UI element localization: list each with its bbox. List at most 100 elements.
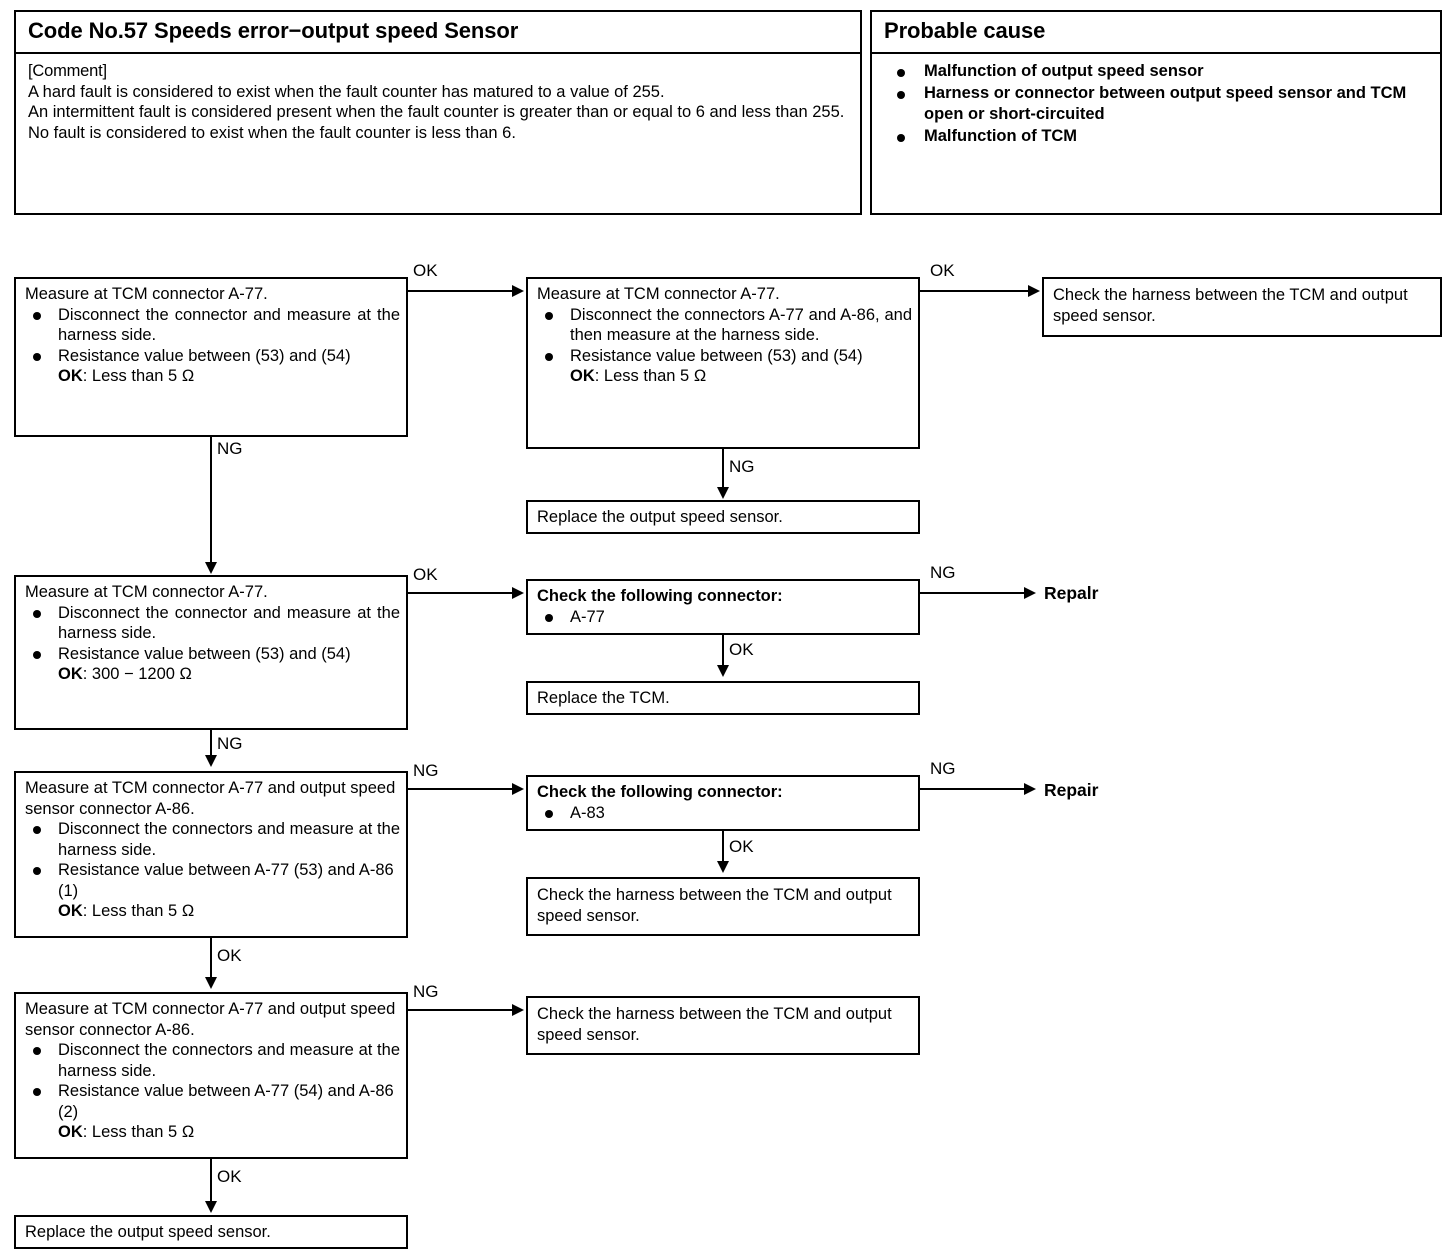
terminal-repair-2: Repair (1044, 780, 1099, 800)
ok-criteria: OK: Less than 5 Ω (58, 366, 400, 387)
ok-value: : 300 − 1200 Ω (82, 665, 192, 683)
arrow-down-icon (717, 665, 729, 677)
edge-label-ng-box1-box5: NG (217, 439, 243, 458)
box-bullet-list: Disconnect the connectors and measure at… (25, 1040, 400, 1143)
bullet-text: Resistance value between A-77 (53) and A… (58, 861, 394, 900)
box-text: Replace the TCM. (537, 689, 670, 707)
fault-code-header-table: Code No.57 Speeds error−output speed Sen… (14, 10, 1442, 215)
comment-label: [Comment] (28, 62, 107, 80)
edge-label-ok-box11-box13: OK (217, 1167, 242, 1186)
list-item: Disconnect the connector and measure at … (25, 305, 400, 346)
arrow-right-icon (1024, 783, 1036, 795)
header-column-probable-cause: Probable cause Malfunction of output spe… (870, 10, 1442, 215)
edge-label-ng-box6-repair: NG (930, 563, 956, 582)
box-headline: Measure at TCM connector A-77 and output… (25, 779, 396, 818)
ok-label: OK (570, 367, 595, 385)
flow-box-check-harness-tcm-sensor-1: Check the harness between the TCM and ou… (1042, 277, 1442, 337)
arrow-right-icon (512, 783, 524, 795)
arrow-down-icon (717, 487, 729, 499)
edge-line-box8-box11 (210, 938, 212, 978)
box-text: Check the harness between the TCM and ou… (537, 1005, 892, 1044)
ok-criteria: OK: Less than 5 Ω (570, 366, 912, 387)
flow-box-measure-a77-a86-disconnected: Measure at TCM connector A-77. Disconnec… (526, 277, 920, 449)
bullet-text: Resistance value between (53) and (54) (570, 346, 863, 365)
edge-line-box5-box6 (408, 592, 514, 594)
arrow-down-icon (717, 861, 729, 873)
bullet-text: Resistance value between (53) and (54) (58, 346, 351, 365)
box-text: Check the harness between the TCM and ou… (1053, 286, 1408, 325)
edge-line-box11-box12 (408, 1009, 514, 1011)
flow-box-check-harness-tcm-sensor-2: Check the harness between the TCM and ou… (526, 877, 920, 936)
edge-label-ng-box9-repair: NG (930, 759, 956, 778)
arrow-right-icon (512, 285, 524, 297)
edge-label-ok-box9-box10: OK (729, 837, 754, 856)
flow-box-measure-a77-54-a86-2: Measure at TCM connector A-77 and output… (14, 992, 408, 1159)
ok-value: : Less than 5 Ω (82, 367, 195, 385)
flow-box-measure-a77-resistance-300-1200: Measure at TCM connector A-77. Disconnec… (14, 575, 408, 730)
edge-label-ok-box5-box6: OK (413, 565, 438, 584)
edge-line-box5-box8 (210, 730, 212, 756)
flow-box-replace-output-speed-sensor-1: Replace the output speed sensor. (526, 500, 920, 534)
probable-cause-title: Probable cause (872, 12, 1440, 54)
code-title: Code No.57 Speeds error−output speed Sen… (16, 12, 860, 54)
list-item: Resistance value between A-77 (54) and A… (25, 1081, 400, 1143)
edge-line-box1-box5 (210, 437, 212, 563)
flow-box-measure-a77-resistance-53-54: Measure at TCM connector A-77. Disconnec… (14, 277, 408, 437)
list-item: Disconnect the connectors A-77 and A-86,… (537, 305, 912, 346)
ok-value: : Less than 5 Ω (82, 902, 195, 920)
edge-label-ok-box2-box3: OK (930, 261, 955, 280)
ok-label: OK (58, 1123, 83, 1141)
box-text: Replace the output speed sensor. (537, 508, 783, 526)
box-bullet-list: Disconnect the connector and measure at … (25, 305, 400, 387)
box-bullet-list: A-77 (537, 607, 912, 628)
list-item: Disconnect the connector and measure at … (25, 603, 400, 644)
flow-box-measure-a77-53-a86-1: Measure at TCM connector A-77 and output… (14, 771, 408, 938)
ok-label: OK (58, 367, 83, 385)
edge-label-ng-box11-box12: NG (413, 982, 439, 1001)
ok-value: : Less than 5 Ω (594, 367, 707, 385)
edge-label-ng-box8-box9: NG (413, 761, 439, 780)
ok-label: OK (58, 902, 83, 920)
box-bullet-list: Disconnect the connectors A-77 and A-86,… (537, 305, 912, 387)
edge-line-box9-repair (920, 788, 1026, 790)
arrow-down-icon (205, 755, 217, 767)
header-column-code: Code No.57 Speeds error−output speed Sen… (14, 10, 862, 215)
list-item: A-77 (537, 607, 912, 628)
probable-cause-block: Malfunction of output speed sensor Harne… (872, 54, 1440, 147)
terminal-repair-1: Repalr (1044, 583, 1099, 603)
list-item: Malfunction of TCM (884, 126, 1430, 148)
comment-line-1: A hard fault is considered to exist when… (28, 82, 665, 101)
edge-label-ok-box6-box7: OK (729, 640, 754, 659)
box-headline: Measure at TCM connector A-77. (25, 583, 268, 601)
box-headline: Measure at TCM connector A-77. (537, 285, 780, 303)
arrow-down-icon (205, 562, 217, 574)
list-item: Resistance value between A-77 (53) and A… (25, 860, 400, 922)
arrow-right-icon (512, 1004, 524, 1016)
comment-line-3: No fault is considered to exist when the… (28, 123, 516, 142)
edge-line-box6-box7 (722, 635, 724, 666)
flow-box-check-harness-tcm-sensor-3: Check the harness between the TCM and ou… (526, 996, 920, 1055)
box-text: Check the harness between the TCM and ou… (537, 886, 892, 925)
edge-label-ok-box1-box2: OK (413, 261, 438, 280)
edge-line-box6-repair (920, 592, 1026, 594)
box-bullet-list: A-83 (537, 803, 912, 824)
box-headline: Measure at TCM connector A-77 and output… (25, 1000, 396, 1039)
ok-criteria: OK: Less than 5 Ω (58, 901, 400, 922)
bullet-text: Resistance value between A-77 (54) and A… (58, 1082, 394, 1121)
comment-line-2: An intermittent fault is considered pres… (28, 103, 845, 121)
arrow-down-icon (205, 977, 217, 989)
arrow-down-icon (205, 1201, 217, 1213)
list-item: Disconnect the connectors and measure at… (25, 819, 400, 860)
box-bullet-list: Disconnect the connector and measure at … (25, 603, 400, 685)
box-headline: Check the following connector: (537, 587, 783, 605)
ok-criteria: OK: Less than 5 Ω (58, 1122, 400, 1143)
box-bullet-list: Disconnect the connectors and measure at… (25, 819, 400, 922)
box-headline: Check the following connector: (537, 783, 783, 801)
edge-label-ok-box8-box11: OK (217, 946, 242, 965)
probable-cause-list: Malfunction of output speed sensor Harne… (884, 61, 1430, 147)
edge-line-box8-box9 (408, 788, 514, 790)
flow-box-check-connector-a83: Check the following connector: A-83 (526, 775, 920, 831)
list-item: Resistance value between (53) and (54) O… (25, 346, 400, 387)
edge-label-ng-box2-box4: NG (729, 457, 755, 476)
box-headline: Measure at TCM connector A-77. (25, 285, 268, 303)
